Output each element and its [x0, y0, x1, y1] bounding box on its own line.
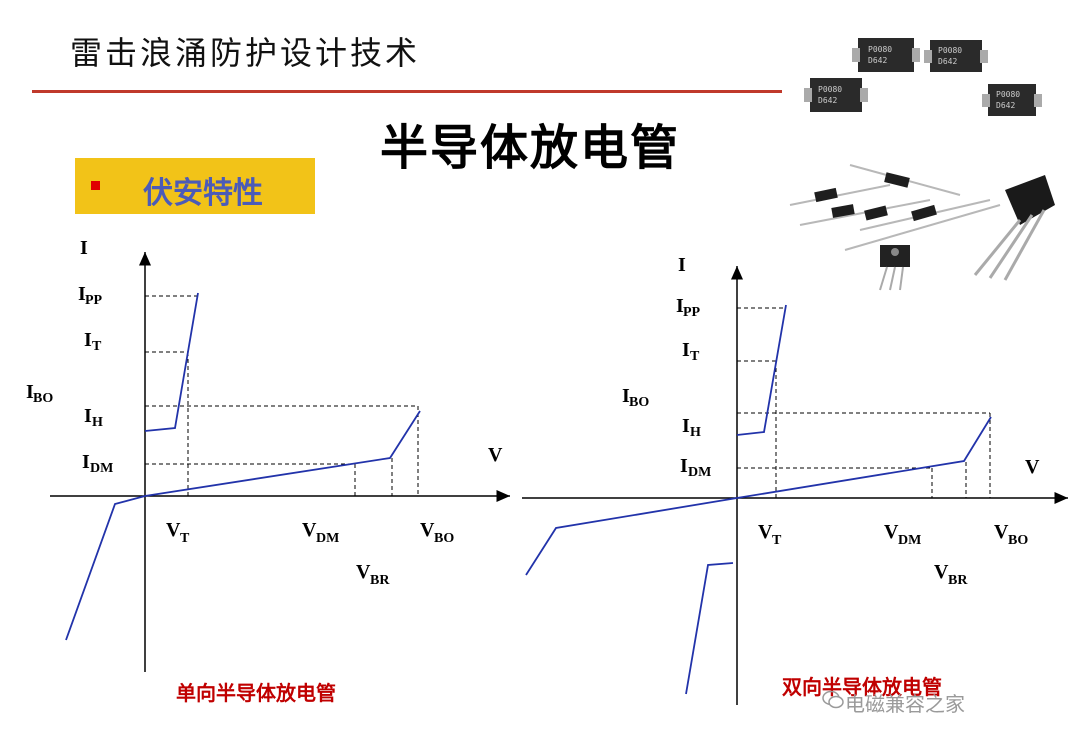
label-vdm: V DM	[884, 521, 921, 548]
smd-package-3: P0080 D642	[804, 78, 868, 112]
smd-package-1: P0080 D642	[852, 38, 920, 72]
wechat-icon	[822, 690, 844, 709]
iv-curve-main	[65, 410, 421, 641]
watermark: 电磁兼容之家	[845, 692, 965, 716]
svg-text:V: V	[758, 521, 773, 543]
svg-text:DM: DM	[316, 531, 339, 546]
part-marking: P0080	[868, 45, 892, 54]
svg-text:V: V	[302, 519, 317, 541]
label-ipp: I PP	[78, 283, 103, 308]
svg-text:V: V	[166, 519, 181, 541]
svg-text:I: I	[82, 451, 90, 473]
iv-curve-positive-on-state	[736, 304, 787, 436]
part-marking: D642	[938, 57, 957, 66]
product-photo: P0080 D642 P0080 D642 P0080 D642 P0080 D…	[789, 38, 1055, 291]
right-iv-diagram: I V I PP I T I BO I H I DM V T V DM	[522, 254, 1068, 705]
svg-text:V: V	[994, 521, 1009, 543]
svg-text:BO: BO	[1008, 533, 1028, 548]
svg-text:V: V	[420, 519, 435, 541]
svg-text:BR: BR	[370, 573, 390, 588]
svg-text:I: I	[682, 339, 690, 361]
svg-text:DM: DM	[898, 533, 921, 548]
svg-text:T: T	[180, 531, 190, 546]
title-divider	[32, 90, 782, 93]
section-label: 伏安特性	[75, 158, 315, 214]
label-ih: I H	[84, 405, 103, 430]
axis-label-i: I	[678, 254, 686, 276]
part-marking: P0080	[996, 90, 1020, 99]
svg-text:T: T	[92, 339, 102, 354]
svg-text:T: T	[772, 533, 782, 548]
part-marking: D642	[868, 56, 887, 65]
part-marking: D642	[818, 96, 837, 105]
axis-label-v: V	[488, 444, 503, 466]
svg-text:H: H	[92, 415, 103, 430]
part-marking: P0080	[938, 46, 962, 55]
svg-text:PP: PP	[85, 293, 103, 308]
svg-text:V: V	[934, 561, 949, 583]
guide-lines	[737, 307, 991, 498]
slide-title: 雷击浪涌防护设计技术	[70, 34, 421, 72]
svg-text:I: I	[622, 385, 630, 407]
svg-text:T: T	[690, 349, 700, 364]
svg-text:I: I	[84, 329, 92, 351]
svg-text:PP: PP	[683, 305, 701, 320]
svg-text:BO: BO	[629, 395, 649, 410]
svg-text:BO: BO	[434, 531, 454, 546]
label-vt: V T	[758, 521, 782, 548]
iv-curve-negative-on-state	[685, 562, 734, 695]
svg-text:DM: DM	[688, 465, 711, 480]
svg-text:DM: DM	[90, 461, 113, 476]
label-vbo: V BO	[994, 521, 1028, 548]
svg-text:H: H	[690, 425, 701, 440]
guide-lines	[145, 295, 419, 496]
svg-text:V: V	[884, 521, 899, 543]
label-ibo: I BO	[622, 385, 649, 410]
diode-bodies	[814, 172, 937, 222]
label-idm: I DM	[680, 455, 711, 480]
to220-package	[879, 245, 910, 291]
svg-text:I: I	[84, 405, 92, 427]
part-marking: D642	[996, 101, 1015, 110]
smd-package-4: P0080 D642	[982, 84, 1042, 116]
label-ih: I H	[682, 415, 701, 440]
label-it: I T	[84, 329, 102, 354]
smd-package-2: P0080 D642	[924, 40, 988, 72]
label-it: I T	[682, 339, 700, 364]
svg-text:V: V	[356, 561, 371, 583]
axis-label-i: I	[80, 237, 88, 259]
label-vt: V T	[166, 519, 190, 546]
part-marking: P0080	[818, 85, 842, 94]
bullet-icon	[91, 181, 100, 190]
svg-text:I: I	[78, 283, 86, 305]
svg-text:I: I	[680, 455, 688, 477]
svg-text:BO: BO	[33, 391, 53, 406]
to92-package	[973, 175, 1055, 281]
label-vbo: V BO	[420, 519, 454, 546]
label-vbr: V BR	[934, 561, 968, 588]
left-iv-diagram: I V I PP I T I BO I H I DM V T V DM	[26, 237, 510, 705]
svg-text:I: I	[676, 295, 684, 317]
label-ibo: I BO	[26, 381, 53, 406]
axis-label-v: V	[1025, 456, 1040, 478]
label-ipp: I PP	[676, 295, 701, 320]
svg-text:I: I	[682, 415, 690, 437]
iv-curve-main	[525, 416, 992, 576]
label-vbr: V BR	[356, 561, 390, 588]
iv-curve-on-state	[144, 292, 199, 432]
left-diagram-caption: 单向半导体放电管	[176, 681, 336, 705]
label-idm: I DM	[82, 451, 113, 476]
svg-text:BR: BR	[948, 573, 968, 588]
svg-text:I: I	[26, 381, 34, 403]
section-label-text: 伏安特性	[143, 176, 263, 211]
right-diagram-caption: 双向半导体放电管	[782, 675, 942, 699]
main-title: 半导体放电管	[380, 120, 681, 176]
label-vdm: V DM	[302, 519, 339, 546]
